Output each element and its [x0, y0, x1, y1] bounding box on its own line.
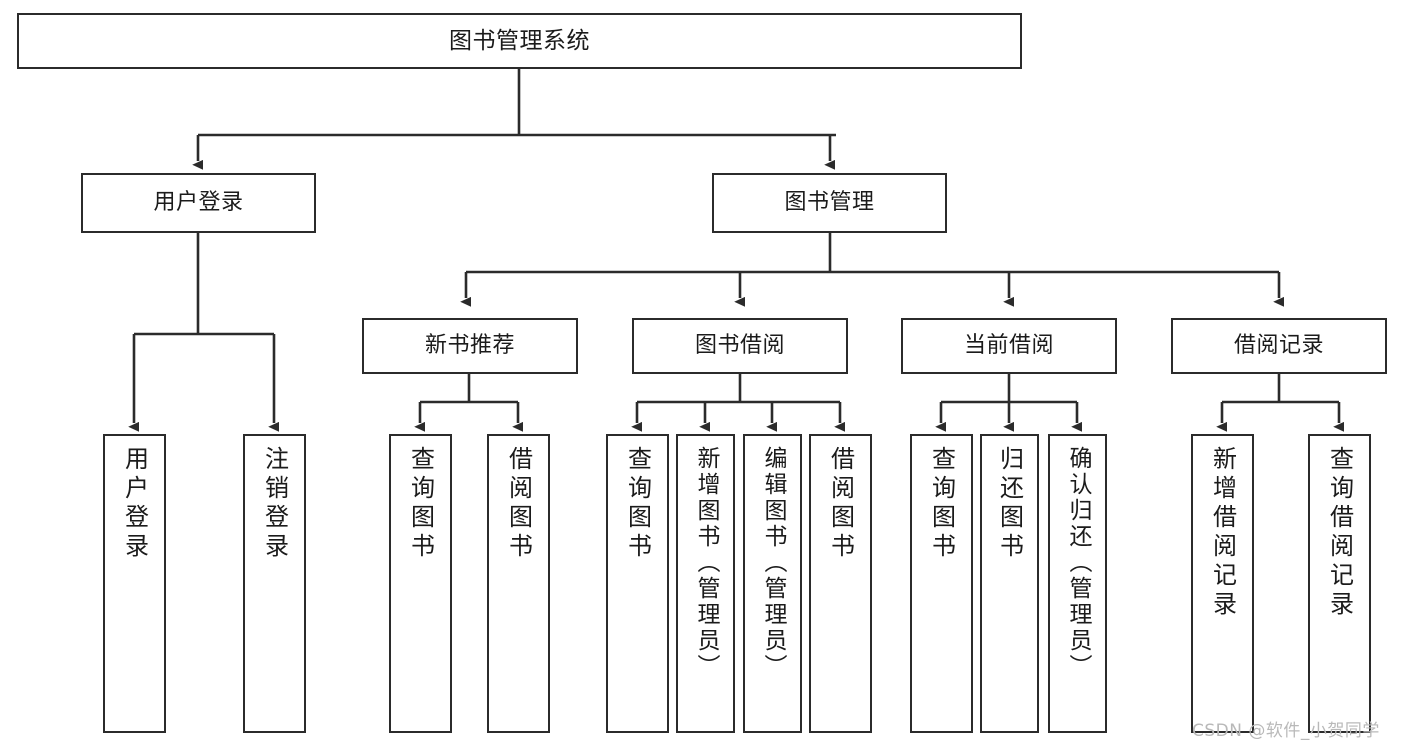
node-label: 查询图书: [406, 446, 435, 562]
leaf-borrow-book-recommend[interactable]: 借阅图书: [487, 434, 550, 733]
leaf-confirm-return-admin[interactable]: 确认归还（管理员）: [1048, 434, 1107, 733]
node-label: 借阅图书: [504, 446, 533, 562]
node-label: 注销登录: [260, 446, 289, 562]
node-label: 图书管理: [784, 190, 875, 216]
leaf-add-borrow-record[interactable]: 新增借阅记录: [1191, 434, 1254, 733]
leaf-query-book-borrow[interactable]: 查询图书: [606, 434, 669, 733]
node-label: 查询图书: [927, 446, 956, 562]
node-current-borrow[interactable]: 当前借阅: [901, 318, 1117, 374]
leaf-add-book-admin[interactable]: 新增图书（管理员）: [676, 434, 735, 733]
node-label: 借阅图书: [826, 446, 855, 562]
csdn-watermark: CSDN @软件_小贺同学: [1192, 721, 1380, 741]
leaf-user-login[interactable]: 用户登录: [103, 434, 166, 733]
node-label: 查询借阅记录: [1325, 446, 1354, 620]
node-label: 新书推荐: [424, 333, 515, 359]
node-label: 确认归还（管理员）: [1065, 446, 1091, 680]
node-book-management[interactable]: 图书管理: [712, 173, 947, 233]
leaf-return-book[interactable]: 归还图书: [980, 434, 1039, 733]
leaf-edit-book-admin[interactable]: 编辑图书（管理员）: [743, 434, 802, 733]
node-new-book-recommend[interactable]: 新书推荐: [362, 318, 578, 374]
node-label: 归还图书: [995, 446, 1024, 562]
node-label: 新增借阅记录: [1208, 446, 1237, 620]
leaf-borrow-book[interactable]: 借阅图书: [809, 434, 872, 733]
node-label: 用户登录: [153, 190, 244, 216]
node-label: 当前借阅: [963, 333, 1054, 359]
leaf-logout[interactable]: 注销登录: [243, 434, 306, 733]
node-label: 借阅记录: [1233, 333, 1324, 359]
node-borrow-records[interactable]: 借阅记录: [1171, 318, 1387, 374]
node-label: 查询图书: [623, 446, 652, 562]
node-book-borrow[interactable]: 图书借阅: [632, 318, 848, 374]
node-label: 图书管理系统: [449, 27, 590, 54]
leaf-query-borrow-record[interactable]: 查询借阅记录: [1308, 434, 1371, 733]
node-user-login[interactable]: 用户登录: [81, 173, 316, 233]
node-label: 图书借阅: [694, 333, 785, 359]
leaf-query-book-recommend[interactable]: 查询图书: [389, 434, 452, 733]
node-label: 编辑图书（管理员）: [760, 446, 786, 680]
node-label: 新增图书（管理员）: [693, 446, 719, 680]
node-label: 用户登录: [120, 446, 149, 562]
node-root-system[interactable]: 图书管理系统: [17, 13, 1022, 69]
leaf-query-book-current[interactable]: 查询图书: [910, 434, 973, 733]
